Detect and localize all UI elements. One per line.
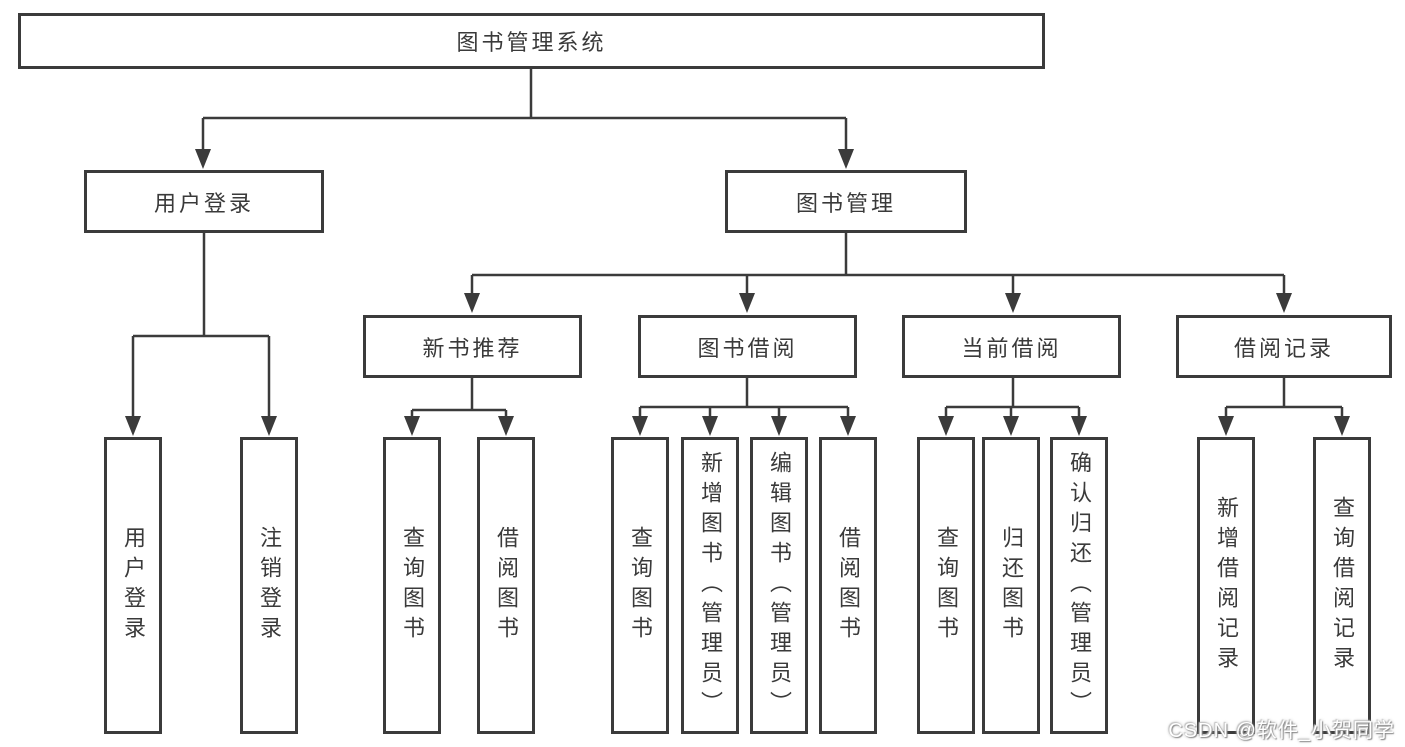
connector-line <box>470 232 1286 295</box>
arrowheads-level3 <box>464 293 1292 313</box>
node-library-system-label: 图书管理系统 <box>456 30 607 55</box>
node-new-book-recommend-label: 新书推荐 <box>422 335 523 361</box>
arrowhead-down-icon <box>840 416 856 436</box>
connector-root-to-level2 <box>201 68 848 151</box>
leaf-logout-label: 注销登录 <box>257 525 282 646</box>
leaf-borrow-books-recommend: 借阅图书 <box>477 437 535 734</box>
arrowhead-down-icon <box>1005 293 1021 313</box>
leaf-user-login: 用户登录 <box>104 437 162 734</box>
leaf-edit-books-admin: 编辑图书（管理员） <box>750 437 808 734</box>
connector-records-to-leaves <box>1224 378 1344 418</box>
node-user-login-label: 用户登录 <box>153 190 254 216</box>
leaf-borrow-books-label: 借阅图书 <box>836 525 861 646</box>
leaf-user-login-label: 用户登录 <box>121 525 146 646</box>
node-current-borrow: 当前借阅 <box>902 315 1121 378</box>
arrowhead-down-icon <box>404 416 420 436</box>
leaf-edit-books-admin-label: 编辑图书（管理员） <box>767 450 792 721</box>
leaf-confirm-return-admin-label: 确认归还（管理员） <box>1067 450 1092 721</box>
leaf-add-books-admin-label: 新增图书（管理员） <box>698 450 723 721</box>
leaf-confirm-return-admin: 确认归还（管理员） <box>1050 437 1108 734</box>
leaf-borrow-books-recommend-label: 借阅图书 <box>494 525 519 646</box>
arrowhead-down-icon <box>938 416 954 436</box>
node-book-management-label: 图书管理 <box>795 190 896 216</box>
leaf-query-books-borrow-label: 查询图书 <box>628 525 653 646</box>
leaf-add-borrow-record: 新增借阅记录 <box>1197 437 1255 734</box>
leaf-query-books-recommend-label: 查询图书 <box>400 525 425 646</box>
arrowhead-down-icon <box>464 293 480 313</box>
arrowhead-down-icon <box>195 149 211 169</box>
connector-line <box>410 378 508 418</box>
node-book-borrow: 图书借阅 <box>638 315 857 378</box>
leaf-return-books: 归还图书 <box>982 437 1040 734</box>
leaf-query-borrow-record: 查询借阅记录 <box>1313 437 1371 734</box>
node-book-management: 图书管理 <box>725 170 967 233</box>
node-user-login: 用户登录 <box>84 170 324 233</box>
arrowhead-down-icon <box>739 293 755 313</box>
node-library-system: 图书管理系统 <box>18 13 1045 69</box>
leaf-borrow-books: 借阅图书 <box>819 437 877 734</box>
connector-line <box>638 378 850 418</box>
leaf-return-books-label: 归还图书 <box>999 525 1024 646</box>
connector-currentborrow-to-leaves <box>944 378 1081 418</box>
arrowhead-down-icon <box>1003 416 1019 436</box>
leaf-add-books-admin: 新增图书（管理员） <box>681 437 739 734</box>
node-borrow-records-label: 借阅记录 <box>1233 335 1334 361</box>
arrowhead-down-icon <box>702 416 718 436</box>
arrowhead-down-icon <box>1334 416 1350 436</box>
node-current-borrow-label: 当前借阅 <box>961 335 1062 361</box>
node-borrow-records: 借阅记录 <box>1176 315 1392 378</box>
watermark: CSDN @软件_小贺同学 <box>1168 720 1395 742</box>
node-book-borrow-label: 图书借阅 <box>697 335 798 361</box>
connector-line <box>1224 378 1344 418</box>
leaf-add-borrow-record-label: 新增借阅记录 <box>1214 495 1239 676</box>
arrowhead-down-icon <box>261 416 277 436</box>
leaf-query-borrow-record-label: 查询借阅记录 <box>1330 495 1355 676</box>
connector-bookmgmt-to-level3 <box>470 232 1286 295</box>
arrowhead-down-icon <box>498 416 514 436</box>
connector-newbook-to-leaves <box>410 378 508 418</box>
connector-line <box>944 378 1081 418</box>
arrowhead-down-icon <box>1276 293 1292 313</box>
node-new-book-recommend: 新书推荐 <box>363 315 582 378</box>
arrowhead-down-icon <box>125 416 141 436</box>
arrowheads-level2 <box>195 149 854 169</box>
leaf-logout: 注销登录 <box>240 437 298 734</box>
connector-userlogin-to-leaves <box>131 232 271 418</box>
arrowhead-down-icon <box>1071 416 1087 436</box>
arrowhead-down-icon <box>838 149 854 169</box>
leaf-query-books-current: 查询图书 <box>917 437 975 734</box>
leaf-query-books-recommend: 查询图书 <box>383 437 441 734</box>
connector-line <box>131 232 271 418</box>
arrowheads-leaves <box>125 416 1350 436</box>
arrowhead-down-icon <box>632 416 648 436</box>
arrowhead-down-icon <box>771 416 787 436</box>
connector-bookborrow-to-leaves <box>638 378 850 418</box>
leaf-query-books-borrow: 查询图书 <box>611 437 669 734</box>
leaf-query-books-current-label: 查询图书 <box>934 525 959 646</box>
arrowhead-down-icon <box>1218 416 1234 436</box>
connector-line <box>201 68 848 151</box>
